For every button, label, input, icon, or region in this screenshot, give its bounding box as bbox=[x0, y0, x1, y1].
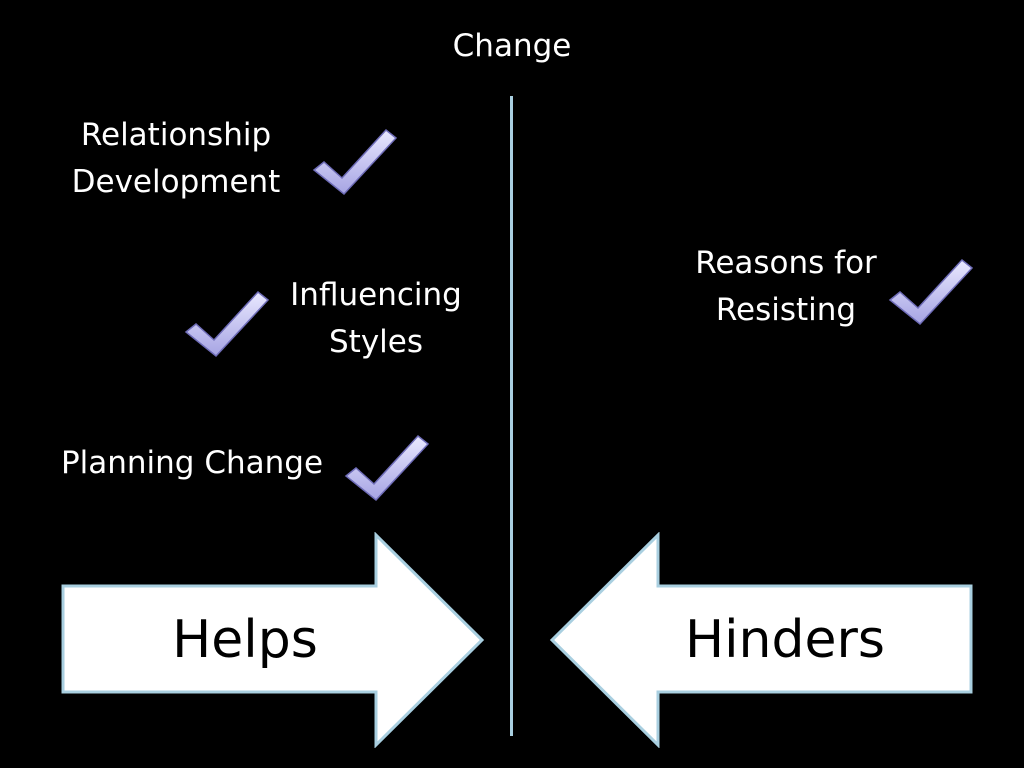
helps-item-planning-change: Planning Change bbox=[56, 440, 328, 487]
helps-item-line: Planning Change bbox=[60, 445, 324, 481]
helps-item-influencing-styles: Influencing Styles bbox=[280, 272, 472, 366]
hinders-arrow-label: Hinders bbox=[685, 610, 885, 670]
helps-arrow-label: Helps bbox=[172, 610, 318, 670]
checkmark-icon bbox=[184, 288, 270, 358]
checkmark-icon bbox=[888, 256, 974, 326]
slide-title: Change bbox=[452, 28, 572, 64]
helps-arrow bbox=[60, 532, 486, 748]
helps-item-line: Development bbox=[71, 164, 281, 200]
hinders-arrow bbox=[548, 532, 974, 748]
hinders-item-reasons-for-resisting: Reasons for Resisting bbox=[680, 240, 892, 334]
center-divider-line bbox=[510, 96, 513, 736]
hinders-item-line: Reasons for bbox=[695, 245, 877, 281]
helps-item-line: Relationship bbox=[80, 117, 272, 153]
hinders-item-line: Resisting bbox=[715, 292, 857, 328]
helps-item-line: Influencing bbox=[290, 277, 462, 313]
checkmark-icon bbox=[312, 126, 398, 196]
checkmark-icon bbox=[344, 432, 430, 502]
helps-item-relationship-development: Relationship Development bbox=[60, 112, 292, 206]
helps-item-line: Styles bbox=[328, 324, 423, 360]
